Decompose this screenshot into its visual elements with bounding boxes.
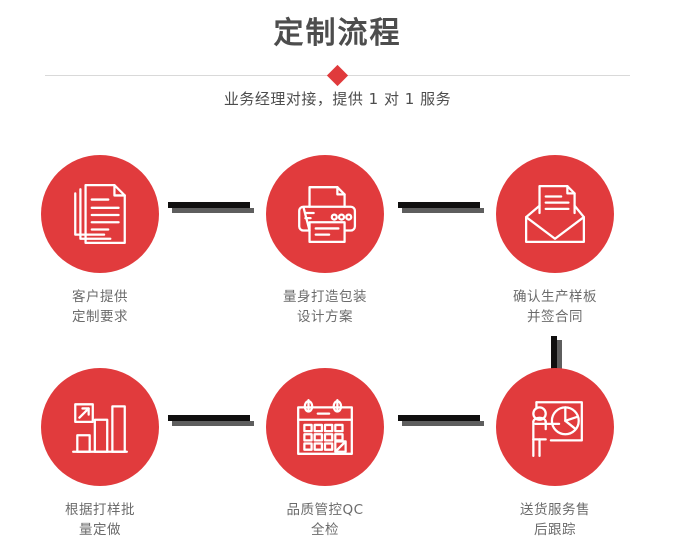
connector-shadow <box>402 208 484 213</box>
connector-shadow <box>172 421 254 426</box>
documents-stack-icon <box>74 183 126 245</box>
step-6-icon-circle <box>496 368 614 486</box>
process-row-top: 客户提供 定制要求 <box>0 140 675 335</box>
connector-step5-step6 <box>398 415 484 426</box>
page-subtitle: 业务经理对接，提供 1 对 1 服务 <box>223 90 452 108</box>
calendar-check-icon <box>297 399 353 455</box>
step-2-icon-circle <box>266 155 384 273</box>
step-1-label: 客户提供 定制要求 <box>72 289 128 325</box>
process-step-1[interactable]: 客户提供 定制要求 <box>15 140 185 327</box>
step-5-label: 品质管控QC 全检 <box>286 502 364 538</box>
process-step-6[interactable]: 送货服务售 后跟踪 <box>470 353 640 540</box>
step-4-label: 根据打样批 量定做 <box>65 502 135 538</box>
step-3-icon-circle <box>496 155 614 273</box>
step-5-icon-circle <box>266 368 384 486</box>
step-1-icon-circle <box>41 155 159 273</box>
connector-bar <box>168 415 250 421</box>
connector-shadow <box>172 208 254 213</box>
process-step-2[interactable]: 量身打造包装 设计方案 <box>240 140 410 327</box>
connector-step2-step3 <box>398 202 484 213</box>
connector-bar <box>398 202 480 208</box>
connector-shadow <box>402 421 484 426</box>
connector-shadow <box>557 340 562 374</box>
connector-step4-step5 <box>168 415 254 426</box>
process-step-5[interactable]: 品质管控QC 全检 <box>240 353 410 540</box>
title-divider <box>0 64 675 88</box>
envelope-document-icon <box>524 185 586 243</box>
step-4-icon-circle <box>41 368 159 486</box>
bar-chart-growth-icon <box>72 403 128 453</box>
step-3-label: 确认生产样板 并签合同 <box>513 289 597 325</box>
page-title: 定制流程 <box>273 16 402 51</box>
connector-bar <box>168 202 250 208</box>
connector-step1-step2 <box>168 202 254 213</box>
process-step-4[interactable]: 根据打样批 量定做 <box>15 353 185 540</box>
page-header: 定制流程 业务经理对接，提供 1 对 1 服务 <box>0 0 675 130</box>
connector-bar <box>551 336 557 370</box>
connector-step3-step6 <box>551 336 562 374</box>
process-flow: 客户提供 定制要求 <box>0 140 675 550</box>
presentation-pie-chart-icon <box>532 401 583 458</box>
connector-bar <box>398 415 480 421</box>
step-2-label: 量身打造包装 设计方案 <box>283 289 367 325</box>
process-step-3[interactable]: 确认生产样板 并签合同 <box>470 140 640 327</box>
printer-icon <box>298 186 357 243</box>
process-row-bottom: 根据打样批 量定做 <box>0 353 675 548</box>
diamond-marker-icon <box>326 64 349 86</box>
step-6-label: 送货服务售 后跟踪 <box>520 502 590 538</box>
